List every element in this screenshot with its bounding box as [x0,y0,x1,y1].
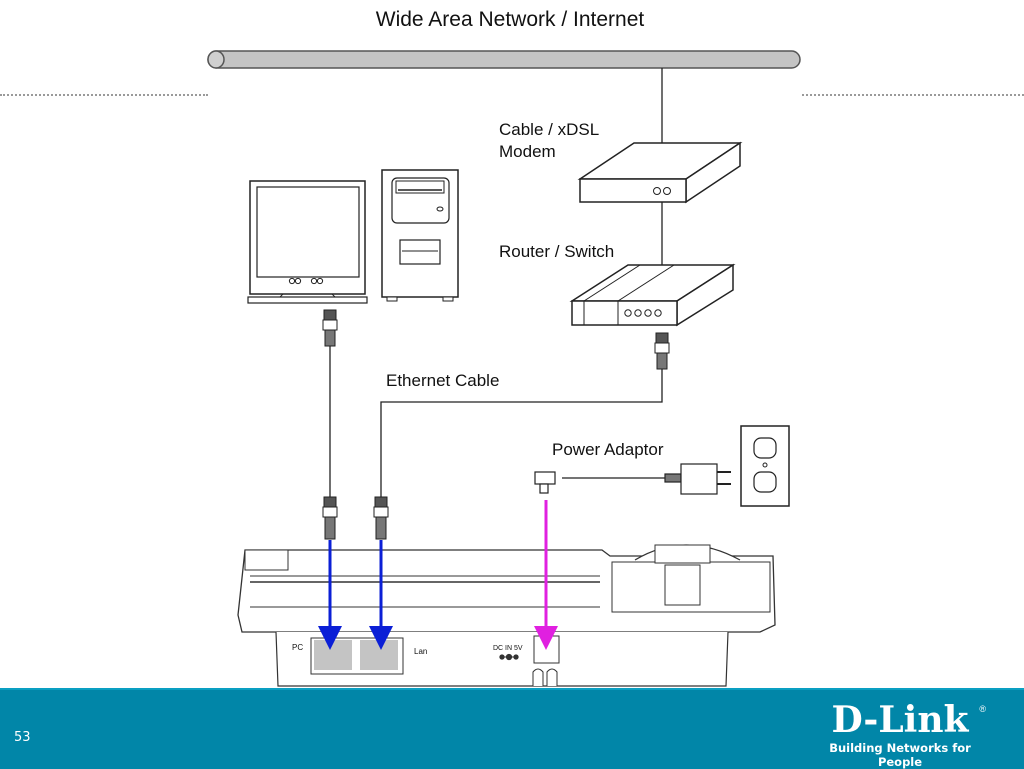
modem-label-line1: Cable / xDSL [499,120,599,139]
rj45-plug-icon [654,332,670,370]
port-lan-label: Lan [414,647,427,656]
diagram-title: Wide Area Network / Internet [376,8,645,31]
slide-footer: 53 D-Link ® Building Networks for People [0,688,1024,769]
brand-tagline: Building Networks for People [829,741,971,769]
modem-label-line2: Modem [499,142,556,161]
power-adaptor-icon [534,463,731,495]
router-icon [569,263,736,327]
brand-name: D-Link [831,699,969,741]
port-power-label: DC IN 5V [493,645,523,652]
ip-phone-icon [237,544,776,687]
divider-right [802,94,1024,96]
pc-tower-icon [381,169,459,302]
power-adaptor-label: Power Adaptor [552,440,664,459]
monitor-icon [247,180,368,304]
router-label: Router / Switch [499,242,614,261]
ethernet-cable-line [380,369,663,497]
rj45-plug-icon [322,496,338,540]
wan-backbone-icon [207,50,801,69]
network-diagram: Wide Area Network / Internet Cable / xDS… [207,8,801,687]
divider-left [0,94,208,96]
wall-outlet-icon [740,425,790,507]
rj45-plug-icon [373,496,389,540]
dlink-logo: D-Link ® Building Networks for People [810,702,990,769]
slide-number: 53 [14,730,31,745]
port-pc-label: PC [292,643,303,652]
rj45-plug-icon [322,309,338,347]
ethernet-cable-label: Ethernet Cable [386,371,499,390]
modem-icon [577,141,743,204]
registered-mark: ® [979,704,986,714]
